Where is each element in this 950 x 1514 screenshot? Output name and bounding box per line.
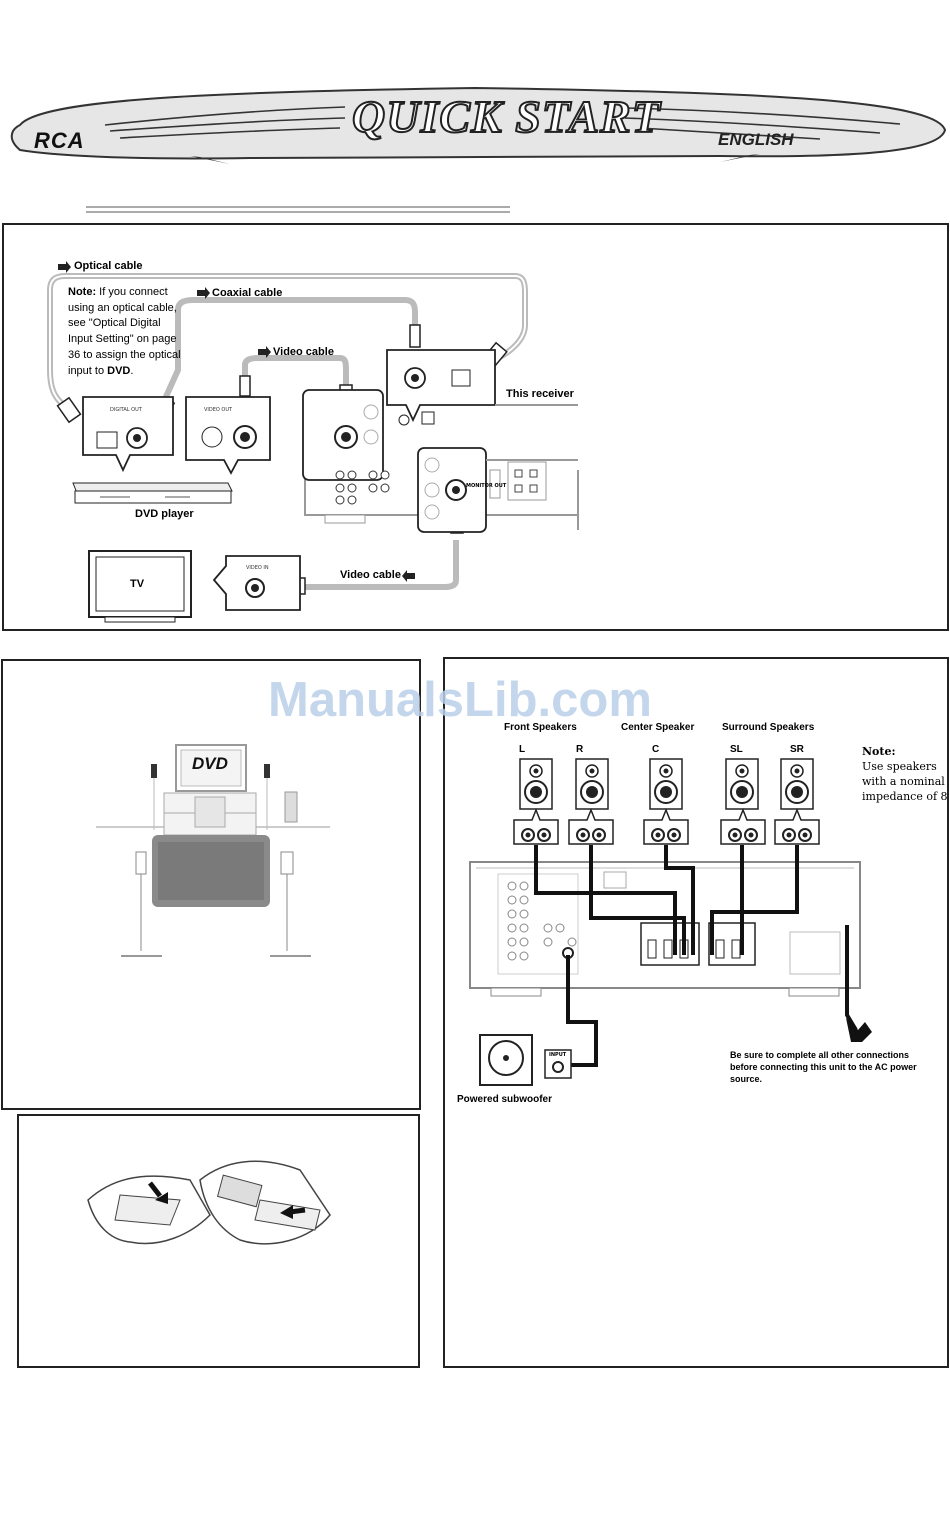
dvd-logo: DVD	[192, 754, 228, 773]
connection-diagram	[47, 261, 579, 623]
channel-r: R	[576, 744, 584, 755]
dvd-player-label: DVD player	[135, 508, 194, 520]
battery-install-illustration	[87, 1160, 331, 1245]
ac-power-warning: Be sure to complete all other connection…	[730, 1050, 917, 1084]
powered-subwoofer-label: Powered subwoofer	[457, 1094, 553, 1105]
channel-c: C	[652, 744, 660, 755]
optical-note: Note: If you connect using an optical ca…	[68, 286, 181, 377]
language-label: ENGLISH	[718, 130, 794, 149]
coaxial-cable-label: Coaxial cable	[212, 287, 283, 299]
video-in-label: VIDEO IN	[246, 565, 269, 571]
tv-label: TV	[130, 578, 145, 590]
remote-battery-panel	[17, 1114, 420, 1368]
front-speakers-label: Front Speakers	[504, 722, 577, 733]
brand-logo: RCA	[34, 128, 85, 153]
page-title: QUICK START	[351, 90, 661, 143]
video-out-label: VIDEO OUT	[204, 407, 233, 413]
room-layout-illustration	[96, 744, 330, 957]
impedance-note: Note:Use speakers with a nominal impedan…	[862, 745, 948, 803]
digital-out-label: DIGITAL OUT	[110, 407, 142, 413]
channel-sl: SL	[730, 744, 743, 755]
input-label: INPUT	[549, 1052, 567, 1058]
monitor-out-label: MONITOR OUT	[466, 483, 507, 489]
center-speaker-label: Center Speaker	[621, 722, 695, 733]
video-cable-top-label: Video cable	[273, 346, 334, 358]
channel-l: L	[519, 744, 526, 755]
video-cable-bottom-label: Video cable	[340, 569, 401, 581]
surround-speakers-label: Surround Speakers	[722, 722, 815, 733]
coaxial-cable	[157, 297, 418, 412]
channel-sr: SR	[790, 744, 804, 755]
video-cable-top	[242, 355, 349, 385]
optical-cable-label: Optical cable	[74, 260, 143, 272]
header-banner	[10, 86, 947, 213]
receiver-label: This receiver	[506, 388, 574, 400]
speaker-wiring-diagram	[469, 758, 872, 1086]
watermark: ManualsLib.com	[268, 673, 652, 727]
video-cable-bottom	[305, 540, 459, 590]
